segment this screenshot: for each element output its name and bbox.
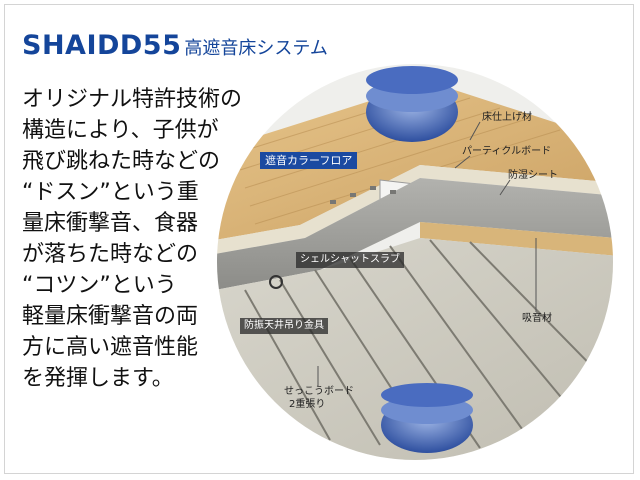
sound-wave-bottom-icon [381,383,473,453]
description-line: 方に高い遮音性能 [22,335,199,360]
label-gypsum-line1: せっこうボード [284,386,354,397]
gypsum-ceiling [217,238,613,460]
description-text: オリジナル特許技術の 構造により、子供が 飛び跳ねた時などの “ドスン”という重… [22,84,272,394]
description-line: “ドスン”という重 [22,180,199,205]
description-line: 飛び跳ねた時などの [22,149,221,174]
label-absorber: 吸音材 [522,313,552,324]
label-sound-floor: 遮音カラーフロア [260,152,358,169]
floor-finish-layer [217,82,613,240]
description-line: が落ちた時などの [22,242,199,267]
description-line: “コツン”という [22,273,177,298]
page-title: SHAIDD55 高遮音床システム [22,30,328,70]
label-shell-slab: シェルシャットスラブ [296,252,404,268]
description-line: オリジナル特許技術の [22,87,243,112]
label-hanger: 防振天井吊り金具 [240,318,328,334]
brand-name: SHAIDD55 [22,30,182,61]
hanger-icon [269,275,283,289]
sound-wave-top-icon [366,66,458,142]
title-subtitle: 高遮音床システム [184,38,328,59]
description-line: 量床衝撃音、食器 [22,211,199,236]
description-line: 構造により、子供が [22,118,219,143]
absorber-layer [420,222,613,258]
description-line: を発揮します。 [22,366,174,391]
label-particle-board: パーティクルボード [462,146,552,157]
label-moisture-sheet: 防湿シート [508,170,558,181]
label-gypsum-line2: 2重張り [289,399,326,410]
label-floor-finish: 床仕上げ材 [482,112,532,123]
description-line: 軽量床衝撃音の両 [22,304,199,329]
